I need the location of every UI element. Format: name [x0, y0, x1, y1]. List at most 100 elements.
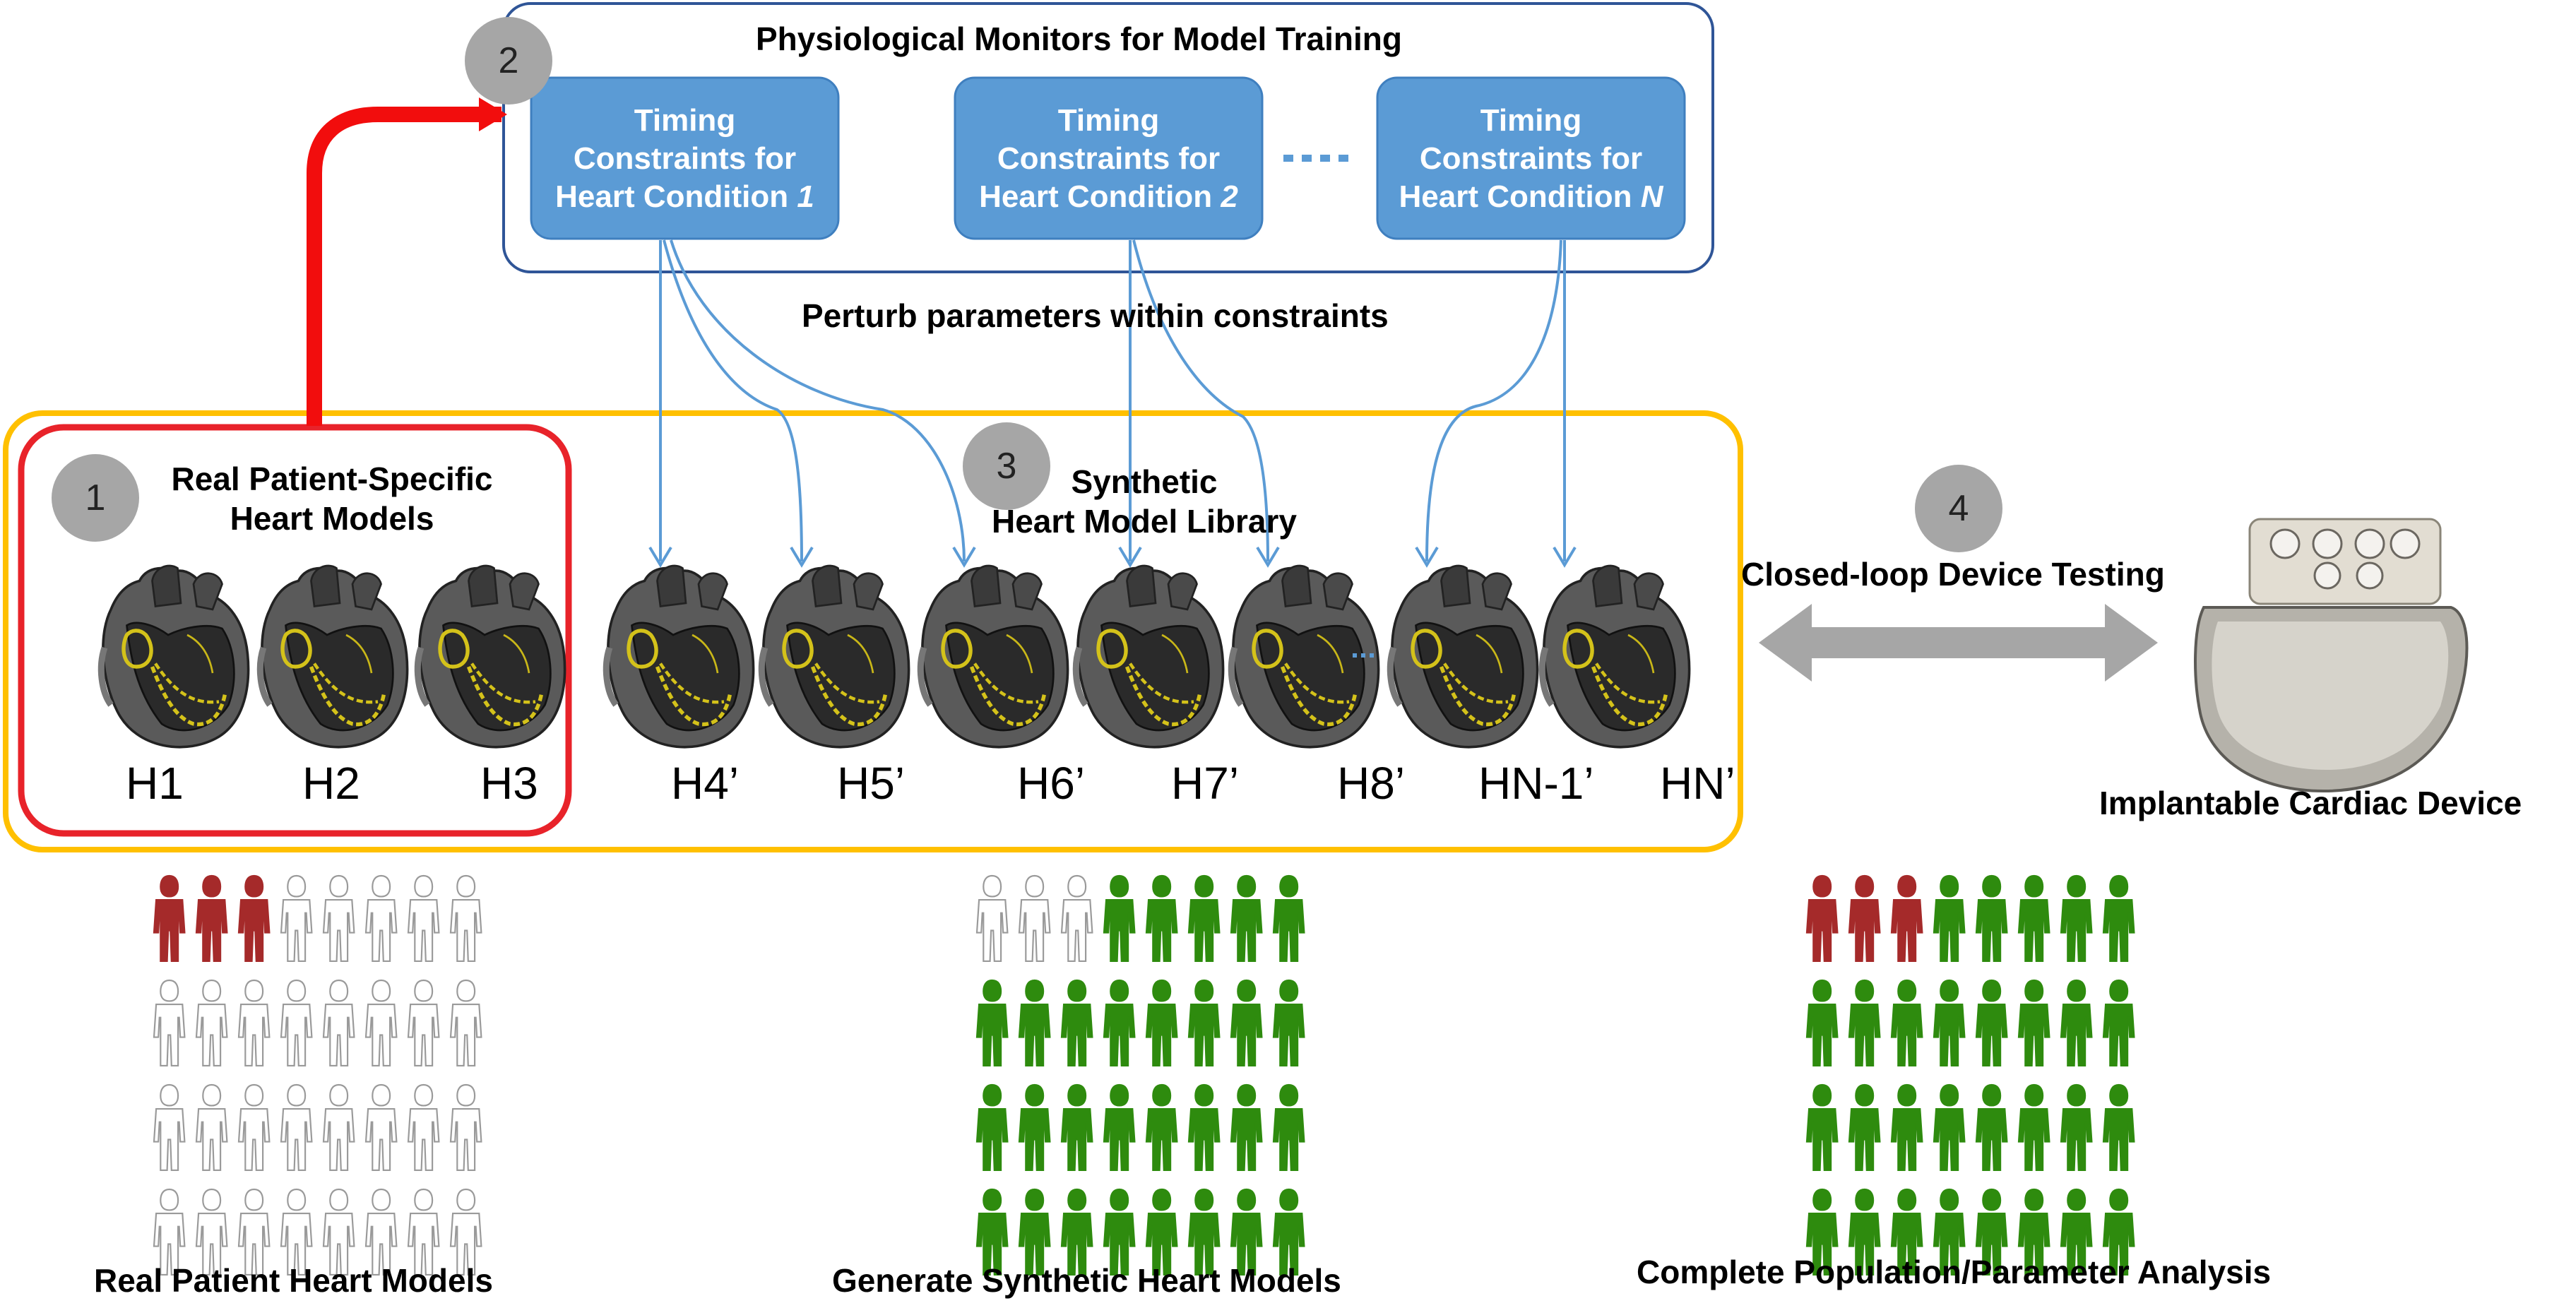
constraint-n-text: Timing Constraints for Heart Condition N [1377, 102, 1685, 216]
population-figure [1805, 979, 1839, 1066]
population-figure [2060, 979, 2093, 1066]
population-figure [195, 1083, 228, 1171]
population-figure [2017, 1083, 2050, 1171]
population-figure [2060, 1083, 2093, 1171]
population-figure [975, 874, 1009, 962]
constraint-n-line2: Constraints for [1419, 141, 1643, 176]
constraint-1-index: 1 [797, 179, 814, 214]
constraint-1-line1: Timing [634, 103, 736, 138]
monitors-box [502, 2, 1714, 273]
device-label: Implantable Cardiac Device [2099, 785, 2522, 821]
population-figure [1060, 1083, 1093, 1171]
population-figure [1805, 874, 1839, 962]
population-figure [1230, 979, 1263, 1066]
red-feedback-arrow [307, 107, 501, 426]
population-figure [1933, 979, 1966, 1066]
heart-h4-icon [606, 566, 753, 747]
perturb-label: Perturb parameters within constraints [802, 297, 1389, 334]
population-figure [2102, 979, 2135, 1066]
constraint-box-n [1376, 76, 1686, 240]
real-patient-box [18, 424, 572, 837]
heart-h5-icon [761, 566, 908, 747]
constraint-1-text: Timing Constraints for Heart Condition 1 [531, 102, 838, 216]
heart-h6-icon [920, 566, 1067, 747]
step-4-number: 4 [1948, 488, 1969, 529]
population-figure [322, 979, 355, 1066]
population-figure [1272, 874, 1305, 962]
constraint-1-line3: Heart Condition [555, 179, 797, 214]
population-figure [364, 1083, 398, 1171]
heart-label-h7: H7’ [1171, 758, 1240, 809]
step-1-number: 1 [85, 477, 106, 518]
population-figure [280, 874, 313, 962]
step-1-circle [52, 454, 139, 542]
population-figure [237, 979, 271, 1066]
population-figure [2060, 874, 2093, 962]
population-figure [975, 1083, 1009, 1171]
population-figure [1848, 979, 1881, 1066]
population-figure [1933, 1083, 1966, 1171]
heart-h1-icon [101, 566, 248, 747]
constraint-1-line2: Constraints for [573, 141, 797, 176]
population-panel-complete [1805, 874, 2135, 1276]
population-figure [1890, 1083, 1923, 1171]
population-panel-synthetic [975, 874, 1305, 1276]
population-figure [1230, 874, 1263, 962]
pacemaker-icon [2194, 518, 2469, 793]
step-2-circle [465, 17, 552, 105]
real-group-title-line2: Heart Models [230, 500, 434, 537]
heart-hn1-icon [1390, 566, 1537, 747]
step-2-number: 2 [498, 40, 519, 81]
heart-h3-icon [417, 566, 564, 747]
population-caption-complete: Complete Population/Parameter Analysis [1637, 1254, 2272, 1290]
real-group-title: Real Patient-Specific Heart Models [134, 459, 530, 538]
real-group-title-line1: Real Patient-Specific [171, 460, 493, 497]
population-caption-synthetic: Generate Synthetic Heart Models [832, 1262, 1341, 1299]
heart-label-h2: H2 [302, 758, 360, 809]
constraint-2-text: Timing Constraints for Heart Condition 2 [955, 102, 1262, 216]
population-figure [2017, 874, 2050, 962]
heart-label-hn: HN’ [1660, 758, 1735, 809]
heart-label-h5: H5’ [837, 758, 906, 809]
population-figure [364, 874, 398, 962]
population-caption-real: Real Patient Heart Models [94, 1262, 493, 1299]
population-figure [1975, 1083, 2008, 1171]
population-figure [1103, 979, 1136, 1066]
heart-label-h8: H8’ [1337, 758, 1406, 809]
constraint-n-index: N [1640, 179, 1663, 214]
population-figure [1975, 979, 2008, 1066]
population-figure [1975, 874, 2008, 962]
population-figure [1103, 1083, 1136, 1171]
device-testing-label: Closed-loop Device Testing [1741, 556, 2165, 593]
population-figure [407, 874, 440, 962]
population-figure [237, 1083, 271, 1171]
constraint-2-index: 2 [1221, 179, 1238, 214]
population-figure [1848, 874, 1881, 962]
population-figure [1187, 979, 1221, 1066]
heart-h2-icon [260, 566, 407, 747]
synthetic-group-title-line1: Synthetic [1071, 463, 1218, 500]
population-figure [322, 1083, 355, 1171]
perturbation-arrowheads [648, 546, 1577, 568]
population-figure [1272, 1083, 1305, 1171]
synthetic-group-title: Synthetic Heart Model Library [961, 462, 1328, 541]
constraint-n-line3: Heart Condition [1399, 179, 1641, 214]
constraint-box-2 [954, 76, 1264, 240]
perturbation-arrows [659, 239, 1566, 562]
population-figure [449, 1083, 482, 1171]
population-figure [153, 1083, 186, 1171]
heart-label-h4: H4’ [671, 758, 740, 809]
population-figure [1145, 874, 1178, 962]
constraint-box-1 [530, 76, 840, 240]
population-figure [449, 979, 482, 1066]
population-figure [1890, 979, 1923, 1066]
population-figure [1805, 1083, 1839, 1171]
population-figure [153, 979, 186, 1066]
population-panel-real [153, 874, 482, 1276]
heart-label-h6: H6’ [1017, 758, 1086, 809]
red-arrow-head [479, 97, 507, 131]
population-figure [1187, 1083, 1221, 1171]
monitors-title: Physiological Monitors for Model Trainin… [756, 20, 1402, 57]
population-figure [1018, 979, 1051, 1066]
heart-label-h1: H1 [126, 758, 184, 809]
